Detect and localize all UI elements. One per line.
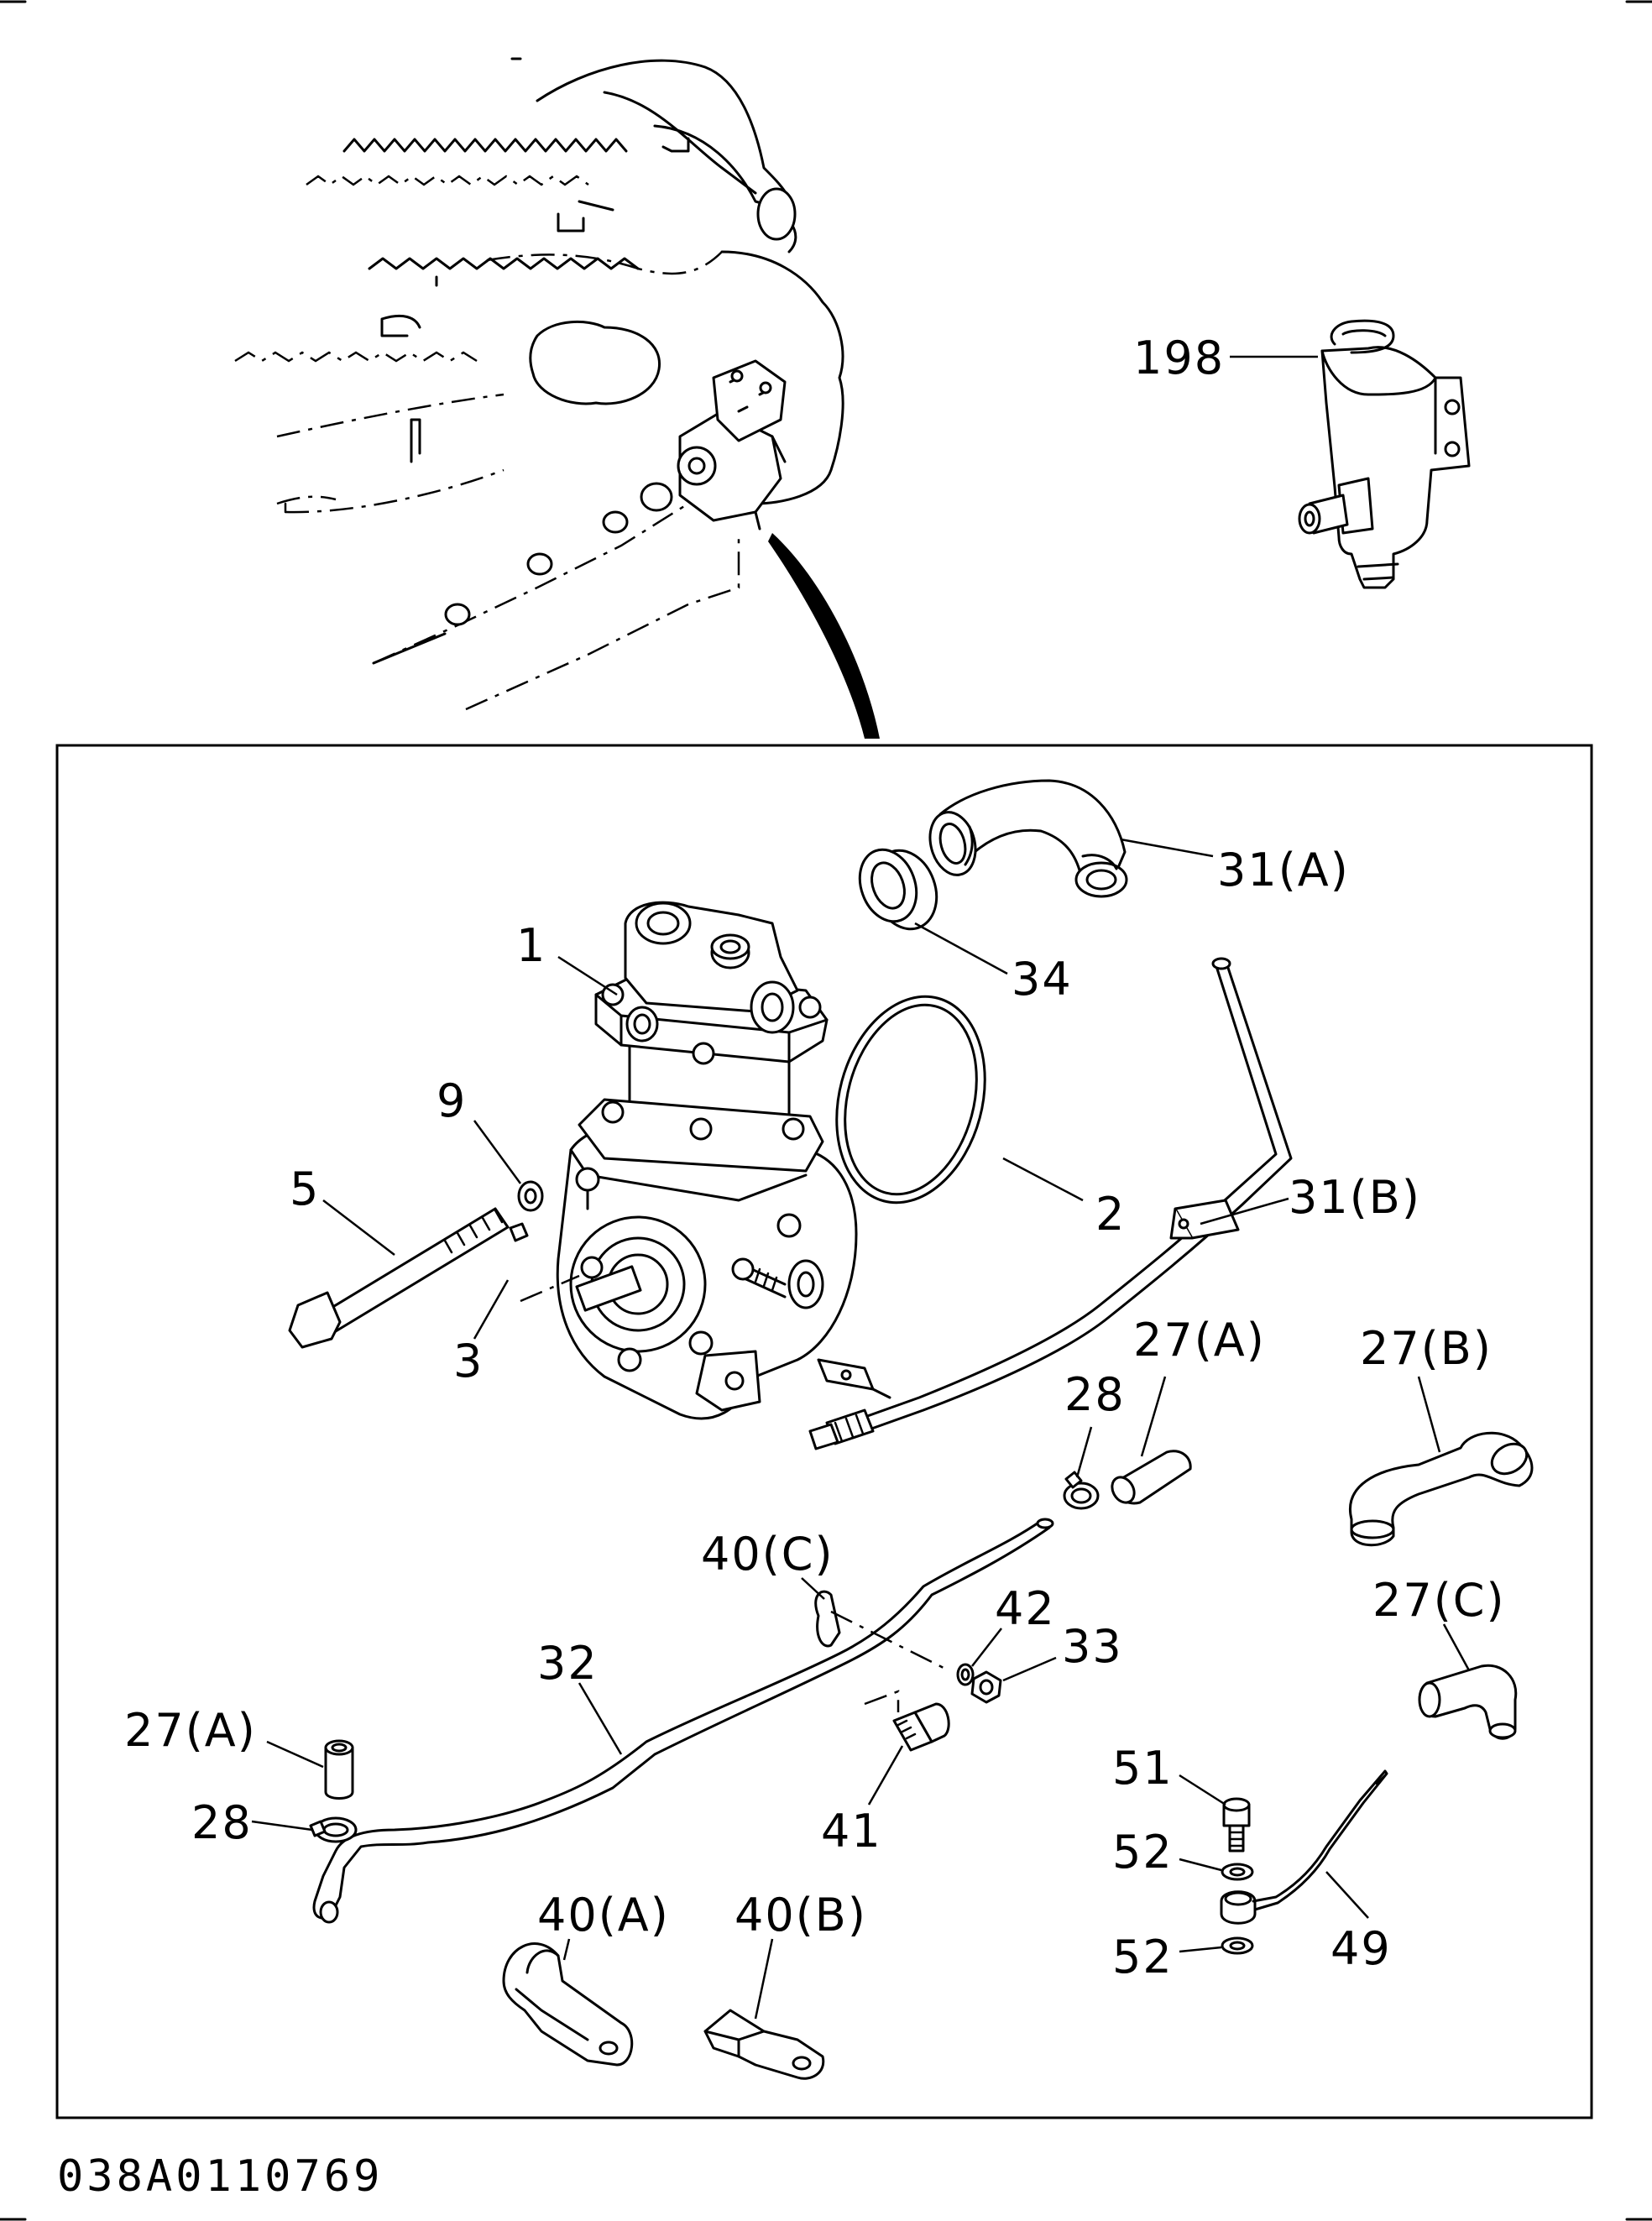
part-52-washer-top: 52 (1112, 1826, 1254, 1881)
part-49-pipe: 49 (1220, 1769, 1392, 1975)
label-52-bottom: 52 (1112, 1931, 1174, 1983)
label-28-top: 28 (1064, 1368, 1126, 1421)
part-27b-hose: 27(B) (1349, 1322, 1534, 1547)
part-2-gasket: 2 (835, 995, 1126, 1241)
label-40a: 40(A) (537, 1889, 670, 1941)
label-2: 2 (1095, 1188, 1126, 1241)
part-40c-clip: 40(C) (701, 1528, 949, 1672)
small-compressor (677, 359, 787, 530)
part-28-clamp-top: 28 (1063, 1368, 1126, 1510)
label-9: 9 (437, 1074, 467, 1127)
label-32: 32 (537, 1637, 599, 1690)
label-27b: 27(B) (1360, 1322, 1493, 1375)
part-27a-hose-top: 27(A) (1111, 1314, 1266, 1505)
label-198: 198 (1133, 332, 1225, 384)
label-52-top: 52 (1112, 1826, 1174, 1879)
part-27a-hose-left: 27(A) (124, 1704, 354, 1800)
part-42-washer: 42 (956, 1582, 1056, 1686)
label-42: 42 (995, 1582, 1056, 1635)
pointer-arrow (768, 533, 880, 739)
part-198-dryer: 198 (1133, 319, 1471, 589)
part-33-nut: 33 (970, 1620, 1123, 1704)
label-41: 41 (821, 1805, 882, 1858)
part-40b-clip: 40(B) (703, 1889, 867, 2080)
part-52-washer-bottom: 52 (1112, 1931, 1254, 1983)
label-51: 51 (1112, 1742, 1174, 1795)
part-32-pipe: 32 (312, 1518, 1054, 1924)
label-1: 1 (516, 919, 546, 972)
label-27c: 27(C) (1372, 1574, 1506, 1627)
part-41-bolt: 41 (821, 1690, 950, 1858)
label-34: 34 (1012, 953, 1073, 1006)
label-40b: 40(B) (735, 1889, 867, 1941)
part-40a-clip: 40(A) (502, 1889, 670, 2067)
detail-frame (55, 744, 1593, 2119)
part-28-clamp-left: 28 (191, 1796, 358, 1849)
part-34-nut: 34 (858, 848, 1073, 1006)
label-27a-left: 27(A) (124, 1704, 257, 1757)
part-5-bolt: 5 (288, 1163, 510, 1349)
part-27c-hose: 27(C) (1372, 1574, 1518, 1740)
part-31b-pipe: 31(B) (808, 957, 1421, 1450)
part-1-compressor: 1 (516, 901, 858, 1420)
label-3: 3 (453, 1335, 484, 1387)
label-31a: 31(A) (1217, 844, 1350, 896)
part-31a-hose: 31(A) (928, 779, 1350, 898)
label-33: 33 (1062, 1620, 1123, 1673)
label-31b: 31(B) (1289, 1171, 1421, 1224)
label-5: 5 (290, 1163, 320, 1215)
label-49: 49 (1330, 1922, 1392, 1975)
part-51-bolt: 51 (1112, 1742, 1251, 1853)
label-28-left: 28 (191, 1796, 253, 1849)
label-27a-top: 27(A) (1133, 1314, 1266, 1367)
label-40c: 40(C) (701, 1528, 834, 1581)
part-9-washer: 9 (437, 1074, 544, 1212)
engine-overview (234, 57, 880, 739)
part-3-key: 3 (453, 1222, 580, 1387)
diagram-code: 038A0110769 (57, 2151, 383, 2202)
